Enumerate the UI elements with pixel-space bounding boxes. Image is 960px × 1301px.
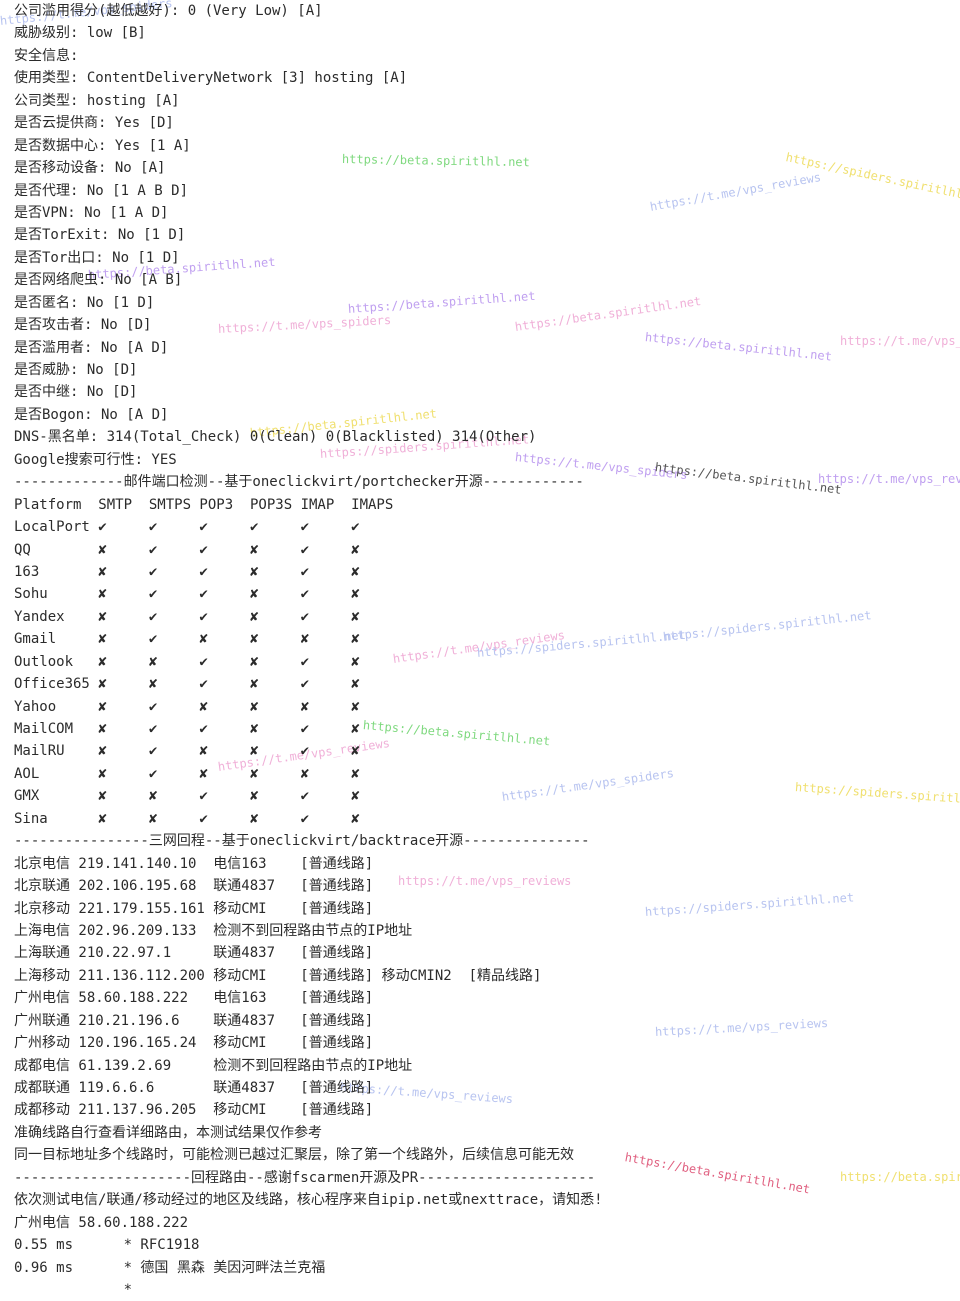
terminal-line: 是否滥用者: No [A D] bbox=[14, 339, 169, 356]
terminal-line: Sohu ✘ ✔ ✔ ✘ ✔ ✘ bbox=[14, 586, 360, 603]
terminal-line: 成都电信 61.139.2.69 检测不到回程路由节点的IP地址 bbox=[14, 1057, 413, 1074]
terminal-line: 依次测试电信/联通/移动经过的地区及线路，核心程序来自ipip.net或next… bbox=[14, 1192, 603, 1209]
terminal-line: GMX ✘ ✘ ✔ ✘ ✔ ✘ bbox=[14, 788, 360, 805]
terminal-line: 163 ✘ ✔ ✔ ✘ ✔ ✘ bbox=[14, 563, 360, 580]
terminal-output: 公司滥用得分(越低越好): 0 (Very Low) [A] 威胁级别: low … bbox=[14, 0, 954, 1301]
terminal-line: 是否中继: No [D] bbox=[14, 384, 138, 401]
terminal-line: 0.55 ms * RFC1918 bbox=[14, 1237, 200, 1254]
terminal-line: Gmail ✘ ✔ ✘ ✘ ✘ ✘ bbox=[14, 631, 360, 648]
terminal-line: 使用类型: ContentDeliveryNetwork [3] hosting… bbox=[14, 70, 408, 87]
terminal-line: Yahoo ✘ ✔ ✘ ✘ ✘ ✘ bbox=[14, 698, 360, 715]
terminal-line: 是否代理: No [1 A B D] bbox=[14, 182, 189, 199]
terminal-line: 威胁级别: low [B] bbox=[14, 25, 146, 42]
terminal-line: 公司类型: hosting [A] bbox=[14, 92, 180, 109]
terminal-line: 公司滥用得分(越低越好): 0 (Very Low) [A] bbox=[14, 3, 323, 19]
terminal-line: QQ ✘ ✔ ✔ ✘ ✔ ✘ bbox=[14, 541, 360, 558]
terminal-line: 0.96 ms * 德国 黑森 美因河畔法兰克福 bbox=[14, 1259, 326, 1276]
terminal-line: Platform SMTP SMTPS POP3 POP3S IMAP IMAP… bbox=[14, 496, 394, 513]
terminal-line: MailCOM ✘ ✔ ✔ ✘ ✔ ✘ bbox=[14, 721, 360, 737]
terminal-line: 上海移动 211.136.112.200 移动CMI [普通线路] 移动CMIN… bbox=[14, 967, 542, 984]
terminal-line: 是否Tor出口: No [1 D] bbox=[14, 249, 180, 266]
terminal-line: 北京移动 221.179.155.161 移动CMI [普通线路] bbox=[14, 900, 374, 917]
terminal-line: 北京电信 219.141.140.10 电信163 [普通线路] bbox=[14, 855, 374, 872]
terminal-line: AOL ✘ ✔ ✘ ✘ ✘ ✘ bbox=[14, 765, 360, 782]
terminal-line: 是否威胁: No [D] bbox=[14, 362, 138, 378]
terminal-line: Office365 ✘ ✘ ✔ ✘ ✔ ✘ bbox=[14, 676, 360, 693]
terminal-line: 广州移动 120.196.165.24 移动CMI [普通线路] bbox=[14, 1035, 374, 1052]
terminal-line: 是否TorExit: No [1 D] bbox=[14, 227, 186, 244]
terminal-line: 上海联通 210.22.97.1 联通4837 [普通线路] bbox=[14, 945, 374, 962]
terminal-line: MailRU ✘ ✔ ✘ ✘ ✔ ✘ bbox=[14, 743, 360, 760]
terminal-line: 广州电信 58.60.188.222 电信163 [普通线路] bbox=[14, 990, 374, 1007]
terminal-line: * bbox=[14, 1281, 141, 1298]
terminal-line: 安全信息: bbox=[14, 47, 79, 64]
terminal-line: 是否网络爬虫: No [A B] bbox=[14, 272, 183, 289]
terminal-line: 是否Bogon: No [A D] bbox=[14, 406, 169, 423]
terminal-line: 是否匿名: No [1 D] bbox=[14, 294, 155, 311]
terminal-line: ----------------三网回程--基于oneclickvirt/bac… bbox=[14, 833, 590, 850]
terminal-line: 是否攻击者: No [D] bbox=[14, 317, 152, 334]
terminal-line: ---------------------回程路由--感谢fscarmen开源及… bbox=[14, 1169, 596, 1186]
terminal-line: Google搜索可行性: YES bbox=[14, 451, 177, 468]
terminal-line: 同一目标地址多个线路时，可能检测已越过汇聚层，除了第一个线路外，后续信息可能无效 bbox=[14, 1147, 574, 1164]
terminal-line: Yandex ✘ ✔ ✔ ✘ ✔ ✘ bbox=[14, 608, 360, 625]
terminal-line: 广州电信 58.60.188.222 bbox=[14, 1214, 189, 1231]
terminal-line: -------------邮件端口检测--基于oneclickvirt/port… bbox=[14, 474, 584, 491]
terminal-line: 成都联通 119.6.6.6 联通4837 [普通线路] bbox=[14, 1080, 374, 1096]
terminal-line: 准确线路自行查看详细路由，本测试结果仅作参考 bbox=[14, 1124, 322, 1141]
terminal-line: 广州联通 210.21.196.6 联通4837 [普通线路] bbox=[14, 1012, 374, 1029]
terminal-line: 是否移动设备: No [A] bbox=[14, 160, 166, 177]
terminal-line: DNS-黑名单: 314(Total_Check) 0(Clean) 0(Bla… bbox=[14, 429, 537, 446]
terminal-line: LocalPort ✔ ✔ ✔ ✔ ✔ ✔ bbox=[14, 519, 360, 536]
terminal-line: 是否云提供商: Yes [D] bbox=[14, 115, 174, 132]
terminal-line: Outlook ✘ ✘ ✔ ✘ ✔ ✘ bbox=[14, 653, 360, 670]
terminal-line: 是否VPN: No [1 A D] bbox=[14, 204, 169, 221]
terminal-line: 上海电信 202.96.209.133 检测不到回程路由节点的IP地址 bbox=[14, 922, 413, 939]
terminal-line: 是否数据中心: Yes [1 A] bbox=[14, 137, 191, 154]
terminal-line: Sina ✘ ✘ ✔ ✘ ✔ ✘ bbox=[14, 810, 360, 827]
terminal-line: 成都移动 211.137.96.205 移动CMI [普通线路] bbox=[14, 1102, 374, 1119]
terminal-line: 北京联通 202.106.195.68 联通4837 [普通线路] bbox=[14, 878, 374, 895]
